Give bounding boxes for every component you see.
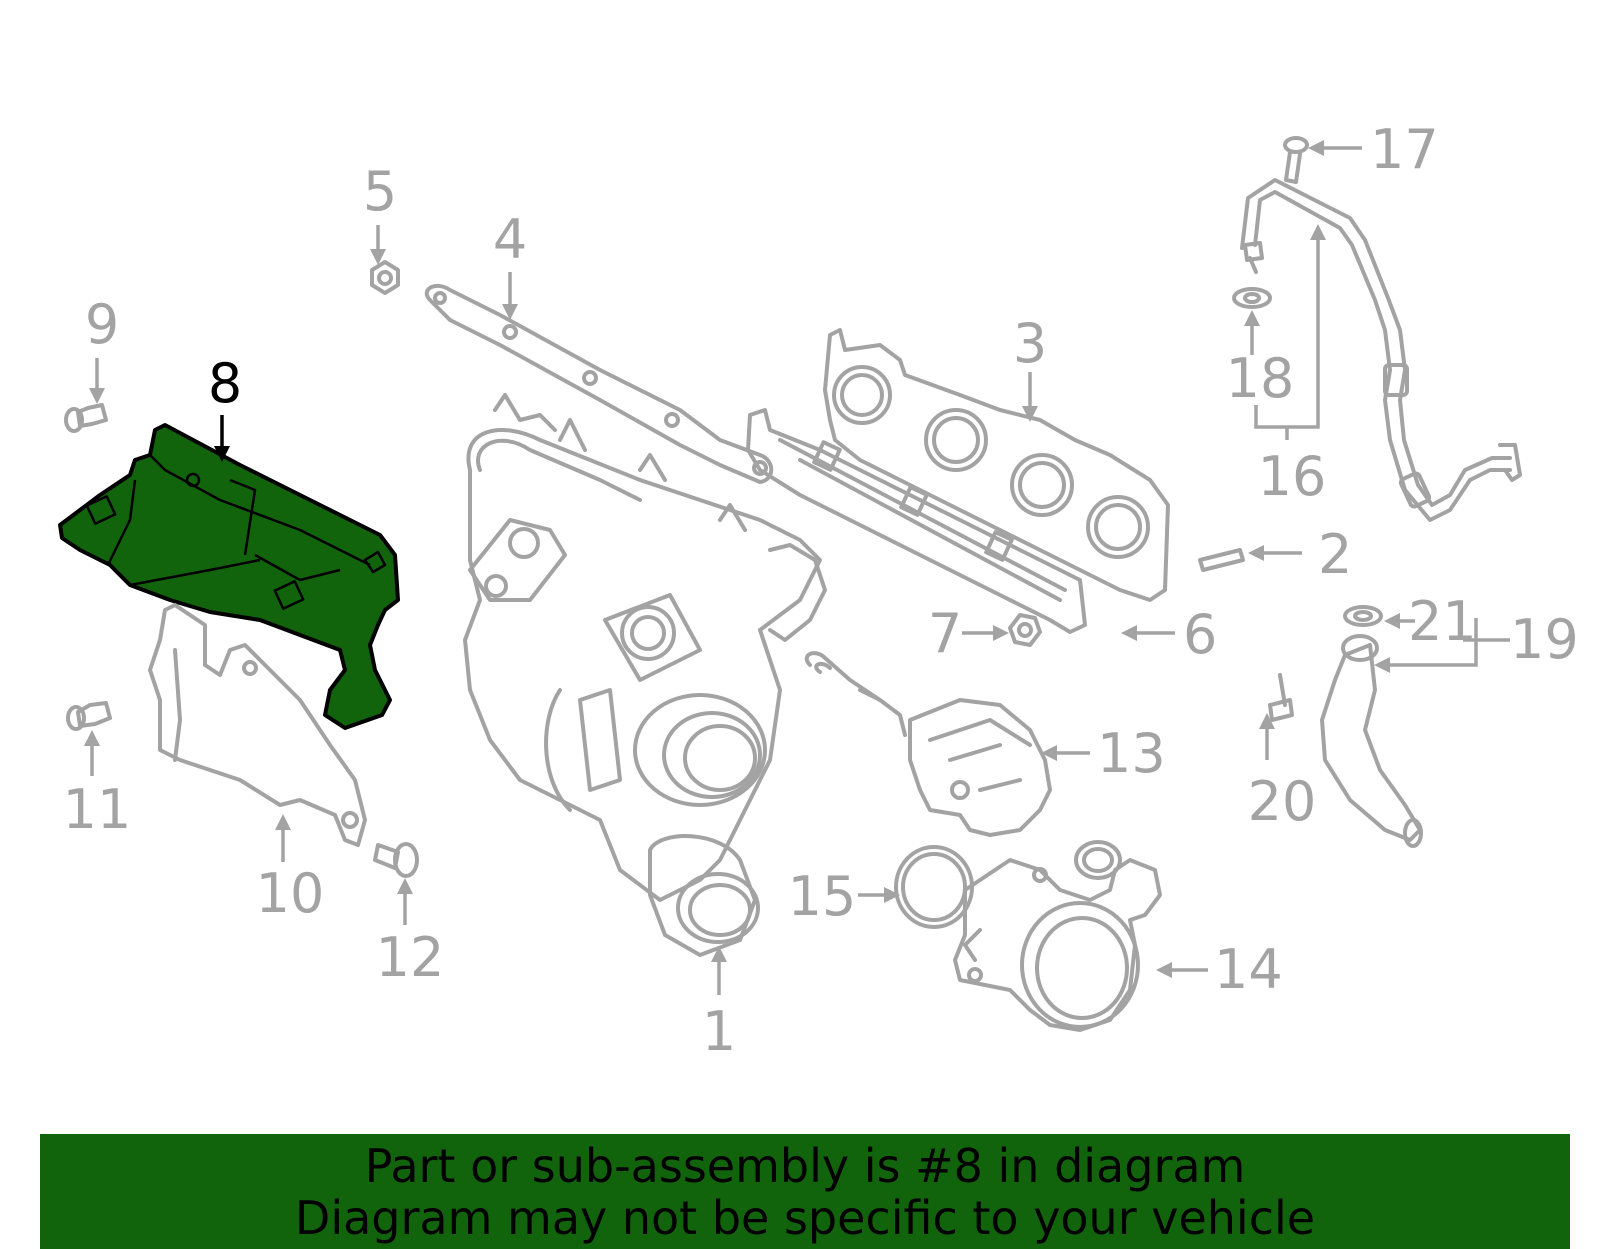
callout-21[interactable]: 21 bbox=[1408, 590, 1477, 653]
part-20-stud-bolt bbox=[1268, 673, 1294, 722]
part-18-washer bbox=[1232, 287, 1272, 309]
callout-18[interactable]: 18 bbox=[1226, 347, 1295, 410]
part-5-nut bbox=[370, 260, 400, 295]
callout-12[interactable]: 12 bbox=[376, 926, 445, 989]
part-21-seal bbox=[1343, 605, 1383, 627]
callout-1[interactable]: 1 bbox=[702, 1000, 736, 1063]
part-13-actuator bbox=[804, 651, 1052, 837]
callout-7[interactable]: 7 bbox=[928, 602, 962, 665]
callout-5[interactable]: 5 bbox=[363, 160, 397, 223]
callout-8[interactable]: 8 bbox=[208, 352, 242, 415]
part-14-housing bbox=[953, 840, 1162, 1032]
callout-10[interactable]: 10 bbox=[256, 862, 325, 925]
callout-2[interactable]: 2 bbox=[1318, 523, 1352, 586]
part-3-manifold-gasket bbox=[823, 328, 1170, 602]
part-2-stud bbox=[1198, 548, 1245, 572]
part-12-bolt bbox=[373, 842, 419, 878]
part-1-turbocharger bbox=[463, 393, 827, 957]
callout-11[interactable]: 11 bbox=[63, 778, 132, 841]
callout-15[interactable]: 15 bbox=[788, 865, 857, 928]
part-8-heat-shield[interactable] bbox=[58, 423, 400, 730]
callout-6[interactable]: 6 bbox=[1183, 603, 1217, 666]
callout-labels: 1 2 3 4 5 6 7 8 9 10 11 12 13 14 15 16 1… bbox=[63, 118, 1579, 1063]
part-11-bolt bbox=[66, 701, 112, 731]
part-4-gasket-strip bbox=[424, 283, 774, 484]
part-16-oil-line bbox=[1240, 178, 1522, 522]
part-17-banjo-bolt bbox=[1283, 136, 1309, 184]
banner-line-2: Diagram may not be specific to your vehi… bbox=[294, 1191, 1316, 1245]
callout-17[interactable]: 17 bbox=[1370, 118, 1439, 181]
part-15-o-ring bbox=[894, 845, 974, 929]
callout-20[interactable]: 20 bbox=[1248, 770, 1317, 833]
callout-9[interactable]: 9 bbox=[85, 293, 119, 356]
callout-14[interactable]: 14 bbox=[1214, 938, 1283, 1001]
callout-13[interactable]: 13 bbox=[1097, 722, 1166, 785]
part-7-nut bbox=[1008, 613, 1042, 647]
leader-lines bbox=[84, 140, 1510, 995]
callout-4[interactable]: 4 bbox=[493, 208, 527, 271]
part-9-bolt bbox=[64, 403, 108, 433]
callout-3[interactable]: 3 bbox=[1013, 312, 1047, 375]
callout-16[interactable]: 16 bbox=[1258, 445, 1327, 508]
banner-line-1: Part or sub-assembly is #8 in diagram bbox=[364, 1139, 1246, 1193]
notice-banner: Part or sub-assembly is #8 in diagram Di… bbox=[40, 1134, 1570, 1249]
part-6-flange-gasket bbox=[746, 408, 1087, 634]
part-10-lower-heat-shield bbox=[148, 603, 367, 847]
part-19-coolant-hose bbox=[1320, 634, 1423, 848]
callout-19[interactable]: 19 bbox=[1510, 608, 1579, 671]
